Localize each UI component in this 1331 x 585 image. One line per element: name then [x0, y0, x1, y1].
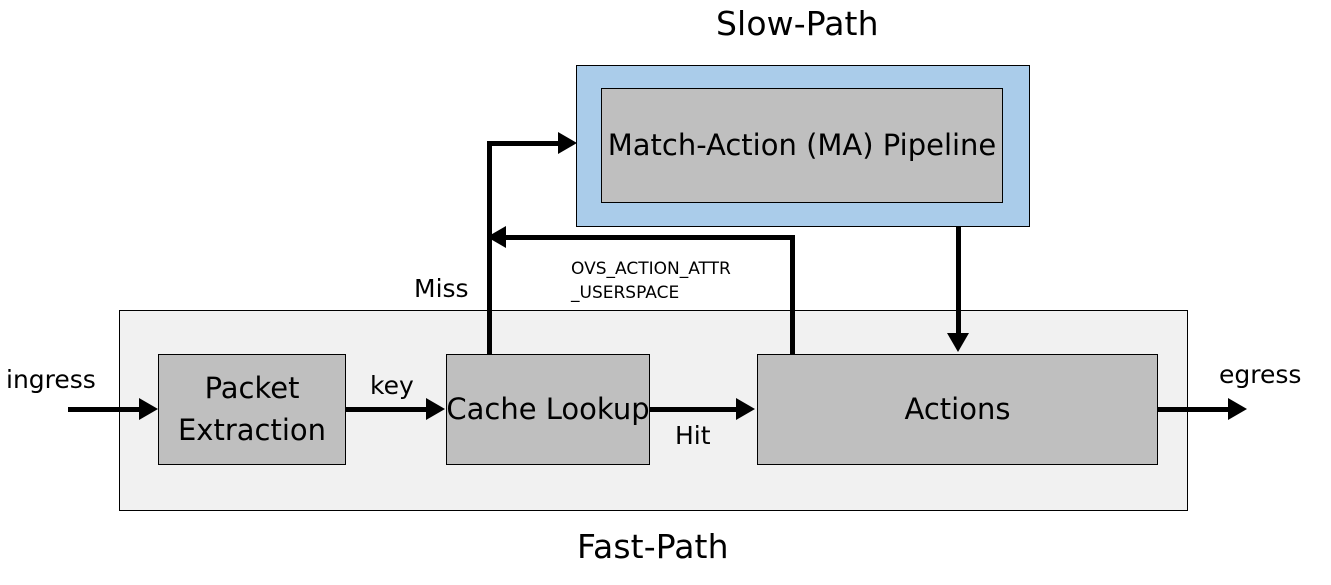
egress-label: egress — [1219, 360, 1302, 389]
miss-riser-line — [487, 141, 492, 355]
miss-arrow-head — [558, 132, 577, 154]
cache-lookup-box[interactable] — [446, 354, 650, 465]
ma-to-actions-arrow-head — [947, 333, 969, 352]
ma-to-actions-line — [956, 227, 961, 335]
egress-arrow-line — [1158, 407, 1238, 412]
miss-horizontal-line — [487, 141, 560, 146]
key-arrow-head — [426, 398, 445, 420]
key-arrow-line — [346, 407, 427, 412]
userspace-riser-line — [790, 235, 795, 355]
key-label: key — [370, 371, 414, 400]
userspace-horizontal-line — [504, 235, 795, 240]
ma-pipeline-box[interactable] — [601, 88, 1003, 203]
hit-label: Hit — [675, 421, 711, 450]
ingress-arrow-line — [68, 407, 140, 412]
ingress-label: ingress — [6, 365, 96, 394]
userspace-label-line2: _USERSPACE — [571, 283, 680, 303]
miss-label: Miss — [414, 274, 469, 303]
ingress-arrow-head — [139, 398, 158, 420]
slow-path-title: Slow-Path — [716, 4, 879, 43]
fast-path-title: Fast-Path — [577, 527, 729, 566]
hit-arrow-head — [736, 398, 755, 420]
egress-arrow-head — [1228, 398, 1247, 420]
userspace-arrow-head — [487, 226, 506, 248]
hit-arrow-line — [650, 407, 737, 412]
packet-extraction-box[interactable] — [158, 354, 346, 465]
actions-box[interactable] — [757, 354, 1158, 465]
userspace-label-line1: OVS_ACTION_ATTR — [571, 259, 731, 279]
